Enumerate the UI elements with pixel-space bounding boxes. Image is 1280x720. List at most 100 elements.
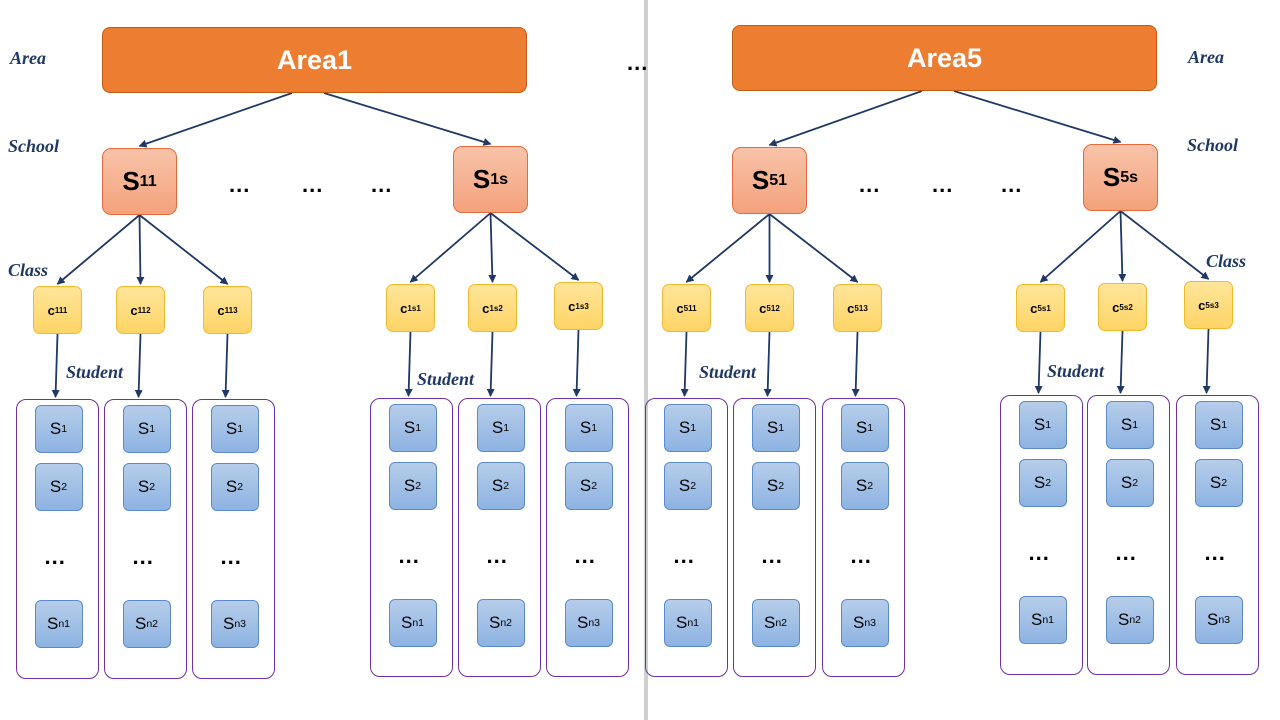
node-label-subscript: 2 bbox=[149, 481, 156, 493]
node-label-subscript: 1 bbox=[237, 423, 244, 435]
student-ellipsis: ... bbox=[398, 543, 420, 568]
node-label-base: S bbox=[579, 418, 592, 437]
node-label-base: S bbox=[400, 613, 413, 632]
connector-arrow bbox=[404, 331, 413, 397]
student-group bbox=[546, 398, 629, 677]
student-ellipsis: ... bbox=[850, 543, 872, 568]
node-label-subscript: 5s1 bbox=[1037, 303, 1051, 313]
student-ellipsis: ... bbox=[673, 543, 695, 568]
connector-arrow bbox=[51, 333, 60, 398]
node-label-subscript: 11 bbox=[139, 172, 157, 190]
node-label-subscript: 2 bbox=[503, 480, 510, 492]
connector-arrow bbox=[409, 212, 492, 283]
student-ellipsis: ... bbox=[1115, 540, 1137, 565]
node-label-base: S bbox=[134, 614, 147, 633]
area-level-label-right: Area bbox=[1188, 47, 1224, 67]
student-group bbox=[192, 399, 275, 679]
connector-arrow bbox=[851, 331, 860, 397]
node-label-base: c bbox=[1198, 297, 1206, 313]
connector-arrow bbox=[1034, 331, 1043, 394]
node-label-subscript: n3 bbox=[234, 618, 247, 630]
node-label-base: S bbox=[1206, 610, 1219, 629]
node-label-base: S bbox=[855, 418, 868, 437]
connector-arrow bbox=[221, 333, 230, 398]
student-ellipsis: ... bbox=[44, 544, 66, 569]
connector-arrow bbox=[572, 329, 581, 397]
student-ellipsis: ... bbox=[761, 543, 783, 568]
node-label-subscript: 1 bbox=[61, 423, 68, 435]
node-label-base: S bbox=[491, 476, 504, 495]
node-label-base: S bbox=[675, 613, 688, 632]
school-ellipsis: ... bbox=[302, 172, 324, 197]
student-group bbox=[458, 398, 541, 677]
node-label-base: c bbox=[47, 302, 55, 318]
node-label-subscript: 1 bbox=[149, 423, 156, 435]
connector-arrow bbox=[953, 90, 1122, 144]
node-label-base: S bbox=[225, 477, 238, 496]
connector-arrow bbox=[685, 213, 771, 283]
student-level-label: Student bbox=[699, 362, 757, 382]
node-label-subscript: 1 bbox=[690, 422, 697, 434]
connector-arrow bbox=[763, 331, 772, 397]
node-label-subscript: n2 bbox=[500, 617, 513, 629]
node-label-base: S bbox=[403, 418, 416, 437]
node-label-subscript: n2 bbox=[146, 618, 159, 630]
node-label-base: S bbox=[678, 418, 691, 437]
connector-arrow bbox=[134, 333, 143, 398]
node-label-subscript: 2 bbox=[415, 480, 422, 492]
node-label-base: S bbox=[678, 476, 691, 495]
student-group bbox=[370, 398, 453, 677]
node-label-subscript: n3 bbox=[588, 617, 601, 629]
node-label-subscript: n1 bbox=[412, 617, 425, 629]
node-label-subscript: n2 bbox=[775, 617, 788, 629]
node-label-base: S bbox=[852, 613, 865, 632]
node-label-subscript: 1 bbox=[1045, 419, 1052, 431]
school-ellipsis: ... bbox=[229, 172, 251, 197]
node-label-subscript: 111 bbox=[54, 305, 68, 315]
school-level-label-left: School bbox=[8, 136, 60, 156]
connector-arrow bbox=[138, 214, 229, 285]
student-group bbox=[104, 399, 187, 679]
node-label-subscript: 513 bbox=[854, 303, 868, 313]
node-label-base: S bbox=[1033, 473, 1046, 492]
node-label-base: S bbox=[1209, 473, 1222, 492]
student-group bbox=[1087, 395, 1170, 675]
node-label-subscript: 2 bbox=[1132, 477, 1139, 489]
node-label-subscript: 511 bbox=[683, 303, 697, 313]
node-label-subscript: 1 bbox=[1132, 419, 1139, 431]
connector-arrow bbox=[488, 212, 497, 283]
node-label-base: S bbox=[488, 613, 501, 632]
node-label-subscript: 5s3 bbox=[1205, 300, 1219, 310]
node-label-base: S bbox=[763, 613, 776, 632]
node-label-base: c bbox=[482, 300, 490, 316]
node-label-subscript: 2 bbox=[778, 480, 785, 492]
connector-arrow bbox=[1039, 210, 1122, 283]
school-ellipsis: ... bbox=[1001, 172, 1023, 197]
node-label-subscript: n1 bbox=[1042, 614, 1055, 626]
node-label-base: S bbox=[1033, 415, 1046, 434]
